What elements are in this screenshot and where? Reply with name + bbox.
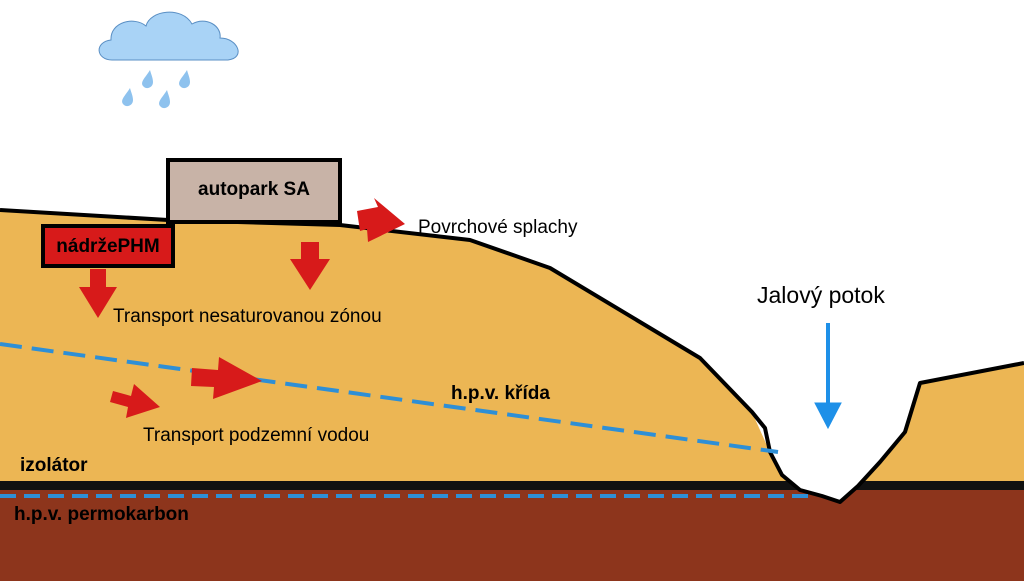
water-table-chalk-line [0,342,779,454]
water-table-permocarbon-label: h.p.v. permokarbon [14,504,189,525]
permocarbon-layer [0,487,1024,581]
terrain-outline [0,208,1024,504]
autopark-building [166,158,342,224]
chalk-layer [0,210,1024,500]
unsaturated-transport-label: Transport nesaturovanou zónou [113,306,382,327]
groundwater-transport-label: Transport podzemní vodou [143,425,369,446]
creek-arrow [814,323,842,430]
autopark-leak-arrow [290,242,330,290]
groundwater-arrow-1 [191,357,262,399]
water-table-chalk-label: h.p.v. křída [451,383,550,404]
insulator-label: izolátor [20,455,88,476]
tank-leak-arrow [79,269,117,318]
creek-label: Jalový potok [757,282,885,308]
fuel-tank-label: nádržePHM [56,236,159,257]
surface-runoff-arrow [357,198,405,242]
groundwater-arrow-2 [110,384,160,418]
rain-cloud-icon [98,11,239,61]
autopark-label: autopark SA [198,179,310,200]
insulator-line [0,481,1024,490]
fuel-tank [41,224,175,268]
raindrop-icon [122,70,190,109]
surface-runoff-label: Povrchové splachy [418,217,578,238]
creek-valley [740,360,928,502]
